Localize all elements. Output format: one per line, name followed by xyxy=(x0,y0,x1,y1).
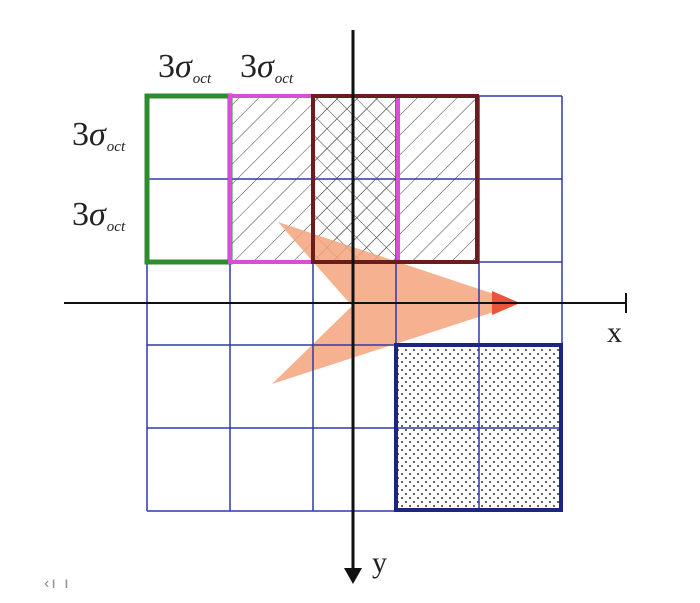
label-top-right: 3σoct xyxy=(240,48,294,87)
label-side-upper: 3σoct xyxy=(72,116,126,155)
cropped-text-fragment: ‹ı ı xyxy=(44,575,71,592)
label-top-left: 3σoct xyxy=(158,48,212,87)
dotted-box xyxy=(394,343,563,512)
y-axis-label: y xyxy=(372,546,387,579)
brown-box xyxy=(311,94,479,264)
y-axis-arrowhead xyxy=(344,568,362,584)
x-axis-label: x xyxy=(607,316,622,349)
label-side-lower: 3σoct xyxy=(72,196,126,235)
